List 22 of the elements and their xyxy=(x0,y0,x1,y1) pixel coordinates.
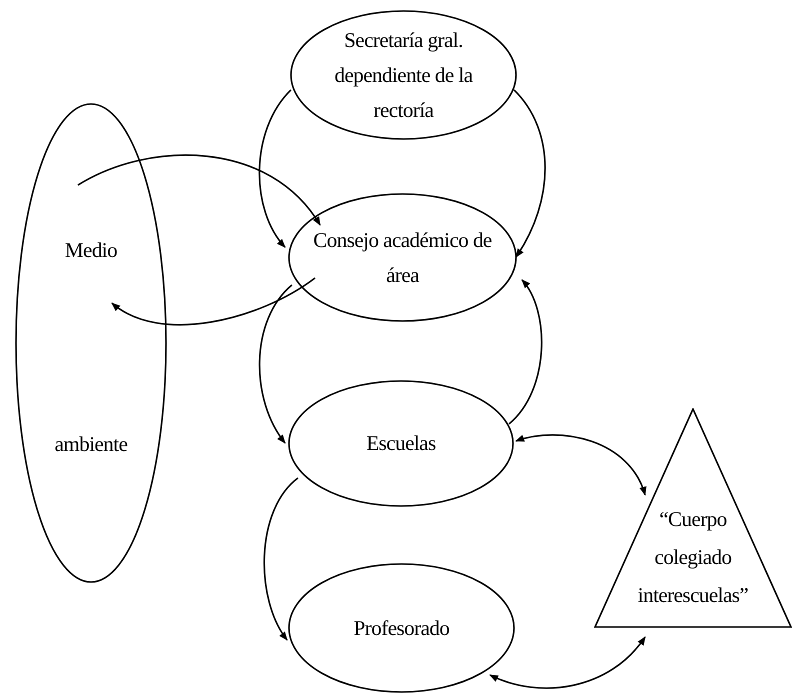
node-label: ambiente xyxy=(54,431,128,458)
triangle-node xyxy=(594,408,792,628)
node-label: Medio xyxy=(64,237,118,264)
arrow xyxy=(513,89,546,258)
arrow xyxy=(264,477,298,641)
arrow xyxy=(508,279,542,424)
ellipse-node xyxy=(288,563,515,693)
node-label: Consejo académico de área xyxy=(312,226,493,288)
ellipse-node xyxy=(288,380,514,507)
arrow xyxy=(489,636,646,689)
node-label: “Cuerpo colegiado interescuelas” xyxy=(636,506,750,609)
arrow xyxy=(258,284,292,444)
node-label: Escuelas xyxy=(365,430,437,457)
node-label: Profesorado xyxy=(352,614,450,642)
ellipse-node xyxy=(15,103,167,583)
ellipse-node xyxy=(290,10,517,140)
node-label: Secretaría gral. dependiente de la rectoría xyxy=(333,26,474,124)
arrow xyxy=(515,434,646,496)
arrow xyxy=(111,277,316,326)
arrow xyxy=(78,154,321,226)
ellipse-node xyxy=(288,193,517,322)
arrow xyxy=(258,89,292,248)
